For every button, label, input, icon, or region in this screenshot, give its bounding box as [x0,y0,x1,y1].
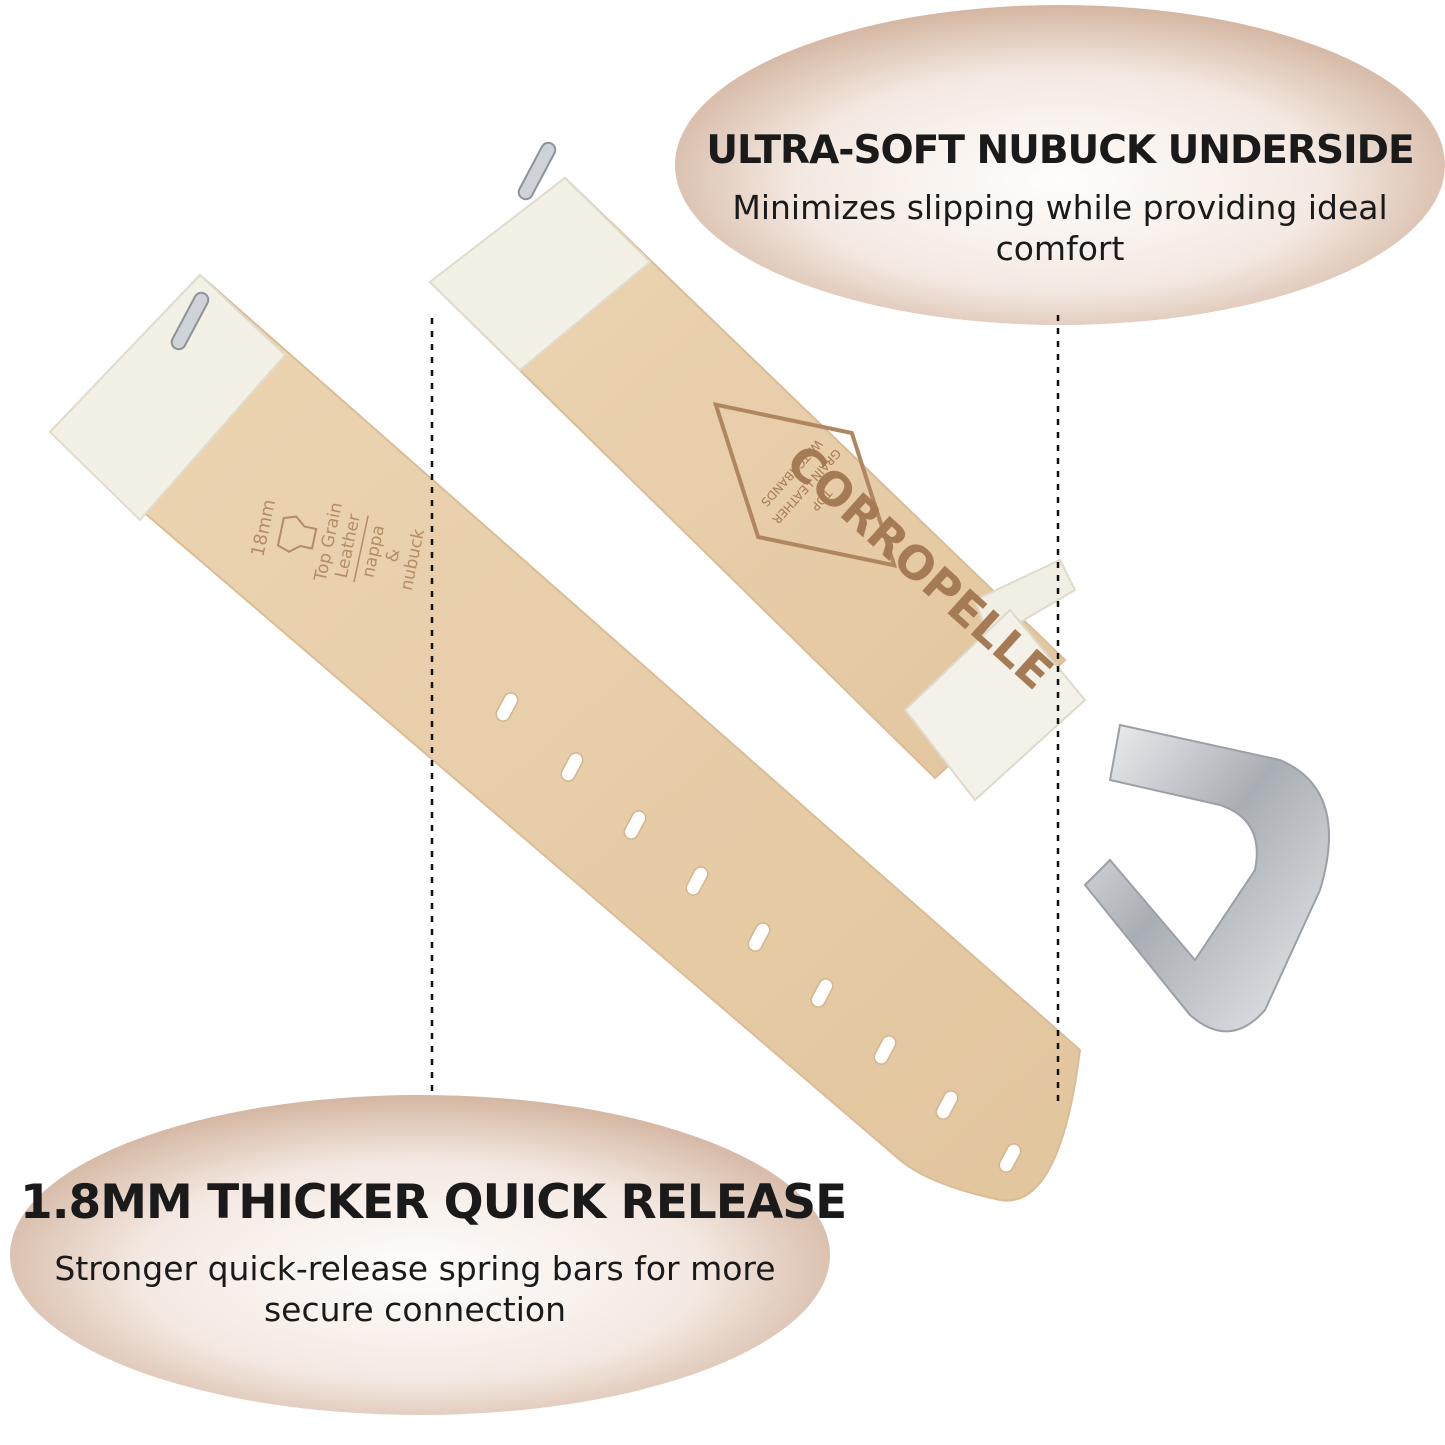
callout-bottom: 1.8MM THICKER QUICK RELEASE Stronger qui… [20,1175,847,1331]
strap-hole [747,922,771,952]
strap-hole [873,1035,897,1065]
strap-hole [998,1143,1022,1173]
buckle-icon [1083,723,1330,1033]
spring-bar-pin [517,141,557,201]
long-strap-white-end [48,273,287,522]
leather-hide-icon [276,515,318,553]
callout-top: ULTRA-SOFT NUBUCK UNDERSIDE Minimizes sl… [700,128,1420,270]
spring-bar-pin [170,291,210,351]
callout-bubble-top [675,5,1445,325]
strap-hole [560,752,584,782]
strap-hole [810,978,834,1008]
callout-top-subline: Minimizes slipping while providing ideal… [732,188,1388,269]
callout-bubble-bottom [10,1095,830,1415]
long-strap: 18mm Top Grain Leather nappa & nubuck [48,273,1082,1202]
strap-hole [685,866,709,896]
callout-bottom-subline: Stronger quick-release spring bars for m… [54,1249,776,1330]
long-strap-nubuck-side [48,273,1082,1202]
strap-holes [495,692,1022,1173]
callout-top-headline: ULTRA-SOFT NUBUCK UNDERSIDE [706,128,1414,173]
leather-stamp-line4: & [382,547,404,564]
strap-hole [623,810,647,840]
strap-hole [495,692,519,722]
strap-hole [935,1090,959,1120]
short-strap: CORROPELLE TOP GRAIN LEATHER WATCHBANDS [428,141,1330,1033]
short-strap-white-end [428,176,652,372]
strap-fold-end [903,608,1087,802]
callout-bottom-headline: 1.8MM THICKER QUICK RELEASE [20,1175,847,1230]
